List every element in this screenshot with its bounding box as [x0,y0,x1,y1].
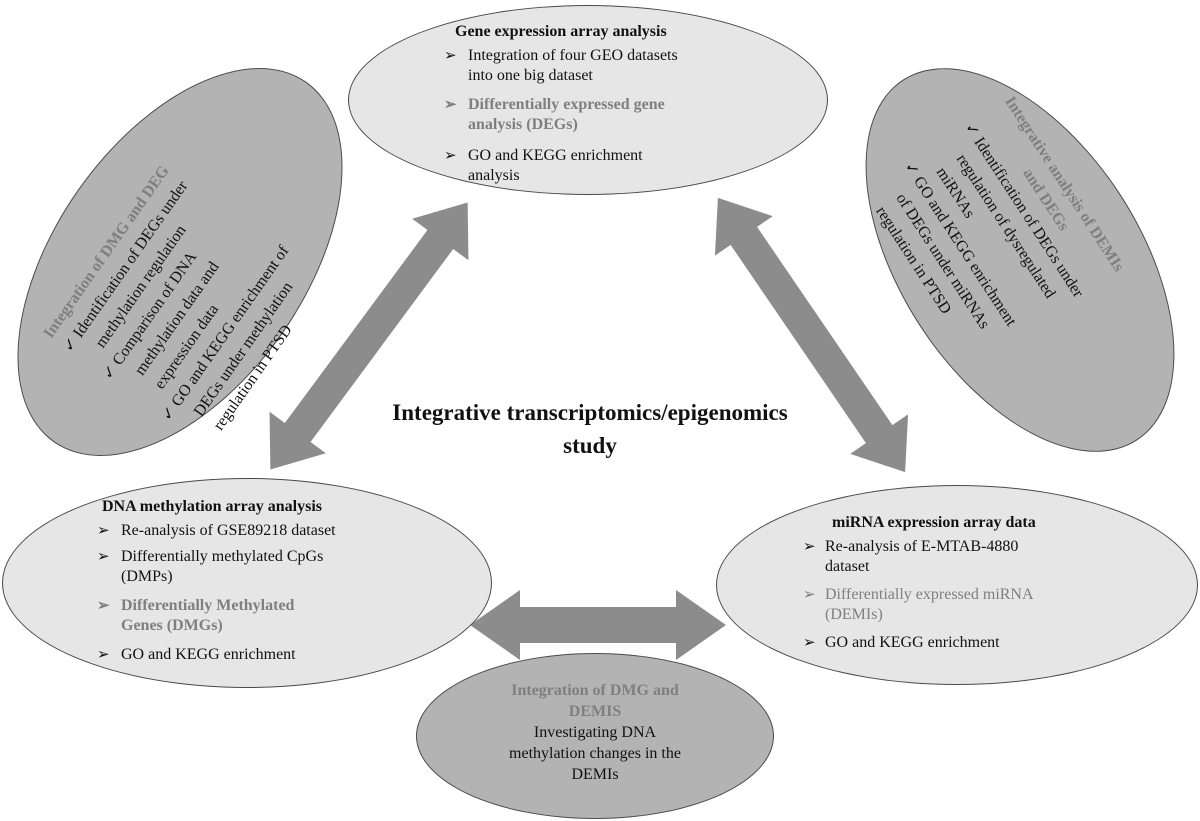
gene-expression-item-3: ➢ GO and KEGG enrichment analysis [444,147,643,184]
dna-methylation-item-4: ➢ GO and KEGG enrichment [97,646,296,663]
dna-methylation-title: DNA methylation array analysis [102,498,322,515]
arrow-bullet-icon: ➢ [97,523,110,539]
dmg-demis-body-2: methylation changes in the [509,745,681,762]
arrow-bullet-icon: ➢ [444,148,457,164]
dmg-demis-ellipse [416,653,774,819]
mirna-ellipse [716,485,1198,685]
dna-methylation-ellipse [2,478,492,688]
gene-expression-title: Gene expression array analysis [455,23,667,40]
dna-methylation-item-3: ➢ Differentially Methylated Genes (DMGs) [97,597,295,634]
arrow-bullet-icon: ➢ [97,549,110,565]
center-title: Integrative transcriptomics/epigenomics … [330,396,850,462]
center-title-line-2: study [563,433,617,458]
dmg-demis-text: Integration of DMG and DEMIS Investigati… [460,680,730,785]
arrow-bullet-icon: ➢ [803,635,816,651]
dmg-demis-title: Integration of DMG and [511,682,679,699]
arrow-bullet-icon: ➢ [97,647,110,663]
gene-expression-ellipse [348,5,828,195]
dmg-demis-body-3: DEMIs [571,766,619,783]
arrow-bullet-icon: ➢ [803,587,816,603]
dna-methylation-item-1: ➢ Re-analysis of GSE89218 dataset [97,522,336,539]
arrow-gene-to-dna [269,202,469,470]
dna-methylation-item-2: ➢ Differentially methylated CpGs (DMPs) [97,548,324,585]
mirna-title: miRNA expression array data [832,514,1036,531]
dmg-demis-title-2: DEMIS [568,703,622,720]
arrow-dna-to-mirna [470,590,726,660]
mirna-item-3: ➢ GO and KEGG enrichment [803,634,1000,651]
center-title-line-1: Integrative transcriptomics/epigenomics [392,400,788,425]
gene-expression-item-1: ➢ Integration of four GEO datasets into … [444,47,678,84]
gene-expression-item-2: ➢ Differentially expressed gene analysis… [444,96,665,133]
arrow-gene-to-mirna [714,197,909,473]
arrow-bullet-icon: ➢ [803,539,816,555]
mirna-item-1: ➢ Re-analysis of E-MTAB-4880 dataset [803,538,1019,575]
mirna-item-2: ➢ Differentially expressed miRNA (DEMIs) [803,586,1034,623]
arrow-bullet-icon: ➢ [444,97,457,113]
arrow-bullet-icon: ➢ [97,598,110,614]
dmg-demis-body-1: Investigating DNA [533,724,657,741]
arrow-bullet-icon: ➢ [444,48,457,64]
